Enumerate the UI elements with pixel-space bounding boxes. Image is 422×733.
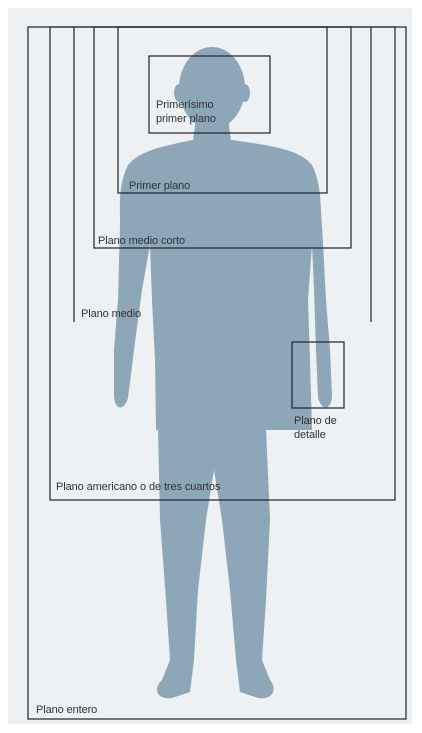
- label-plano-entero: Plano entero: [36, 703, 97, 717]
- label-plano-detalle: Plano de detalle: [294, 414, 337, 442]
- label-primer-plano: Primer plano: [129, 179, 190, 193]
- label-primerisimo-primer-plano: Primerísimo primer plano: [156, 98, 216, 126]
- label-plano-americano: Plano americano o de tres cuartos: [56, 480, 220, 494]
- human-silhouette-icon: [114, 47, 332, 698]
- label-plano-medio: Plano medio: [81, 307, 141, 321]
- label-plano-medio-corto: Plano medio corto: [98, 234, 185, 248]
